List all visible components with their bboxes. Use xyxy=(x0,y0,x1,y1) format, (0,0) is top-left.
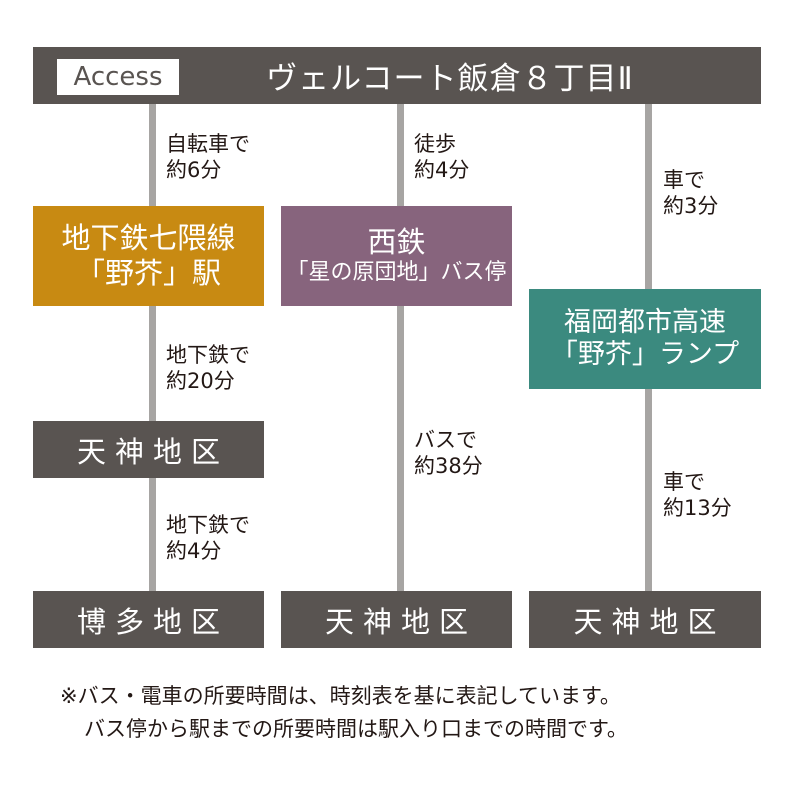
leg-note-subway-1: 地下鉄で 約20分 xyxy=(166,342,250,395)
leg-mode: バスで xyxy=(414,428,477,452)
footnote: ※バス・電車の所要時間は、時刻表を基に表記しています。 バス停から駅までの所要時… xyxy=(60,680,628,745)
leg-mode: 地下鉄で xyxy=(166,513,250,537)
station-line: 西鉄 xyxy=(367,225,426,260)
leg-time: 約6分 xyxy=(166,158,222,183)
leg-mode: 車で xyxy=(663,470,705,494)
access-label: Access xyxy=(56,58,180,96)
leg-note-car-2: 車で 約13分 xyxy=(663,469,732,522)
route-line-subway xyxy=(149,104,156,591)
leg-time: 約3分 xyxy=(663,194,719,219)
leg-note-walk: 徒歩 約4分 xyxy=(414,131,469,184)
leg-note-car-1: 車で 約3分 xyxy=(663,167,718,220)
district-box-tenjin-mid: 天神地区 xyxy=(33,421,264,478)
leg-mode: 車で xyxy=(663,168,705,192)
leg-time: 約38分 xyxy=(414,454,483,479)
station-name: 「野芥」ランプ xyxy=(550,339,740,370)
station-line: 福岡都市高速 xyxy=(564,306,726,338)
district-box-tenjin-bus: 天神地区 xyxy=(281,591,512,648)
route-line-bus xyxy=(397,104,404,591)
leg-mode: 自転車で xyxy=(166,132,250,156)
station-line: 地下鉄七隈線 xyxy=(61,221,236,256)
station-name: 「野芥」駅 xyxy=(75,256,221,290)
leg-time: 約4分 xyxy=(166,539,222,564)
footnote-line-1: ※バス・電車の所要時間は、時刻表を基に表記しています。 xyxy=(60,684,621,708)
leg-note-bus: バスで 約38分 xyxy=(414,427,483,480)
station-box-noke-subway: 地下鉄七隈線 「野芥」駅 xyxy=(33,206,264,306)
leg-mode: 徒歩 xyxy=(414,132,456,156)
station-box-hoshinohara-bus-stop: 西鉄 「星の原団地」バス停 xyxy=(281,206,512,306)
leg-mode: 地下鉄で xyxy=(166,343,250,367)
property-title: ヴェルコート飯倉８丁目Ⅱ xyxy=(266,61,634,97)
leg-time: 約4分 xyxy=(414,158,470,183)
leg-time: 約20分 xyxy=(166,369,235,394)
district-box-tenjin-car: 天神地区 xyxy=(529,591,761,648)
footnote-line-2: バス停から駅までの所要時間は駅入り口までの時間です。 xyxy=(84,716,628,741)
leg-note-bicycle: 自転車で 約6分 xyxy=(166,131,250,184)
leg-time: 約13分 xyxy=(663,496,732,521)
leg-note-subway-2: 地下鉄で 約4分 xyxy=(166,512,250,565)
station-name: 「星の原団地」バス停 xyxy=(286,260,507,286)
station-box-noke-ramp: 福岡都市高速 「野芥」ランプ xyxy=(529,289,761,389)
district-box-hakata: 博多地区 xyxy=(33,591,264,648)
